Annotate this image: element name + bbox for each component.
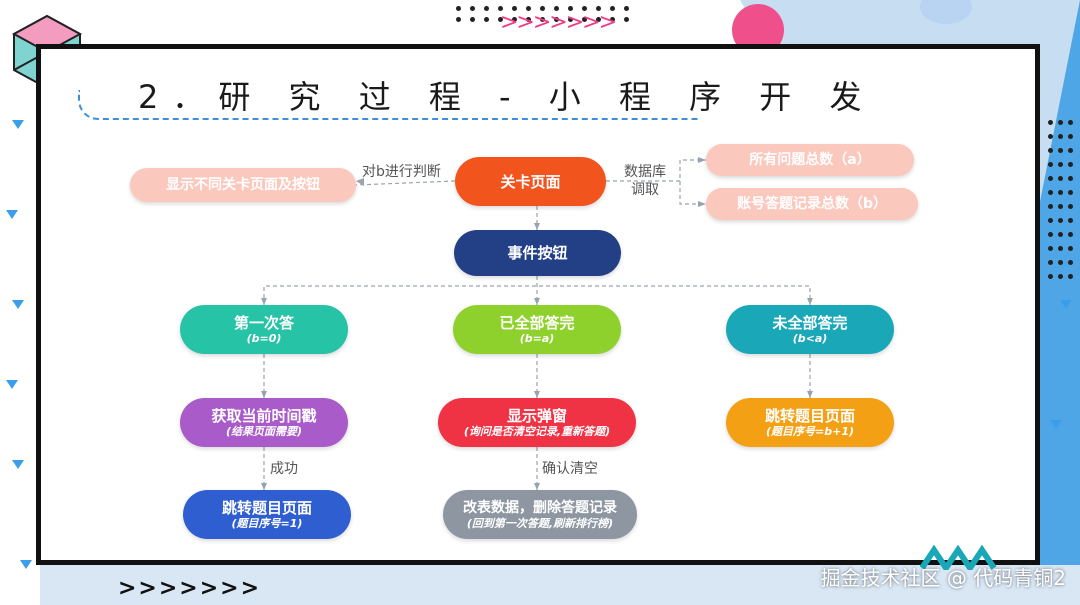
- node-modify-data: 改表数据，删除答题记录 (回到第一次答题,刷新排行榜): [443, 490, 637, 539]
- node-not-all-answered: 未全部答完 (b<a): [726, 305, 894, 354]
- node-answered-total: 账号答题记录总数（b）: [706, 188, 918, 220]
- decor-dots-right: [1048, 120, 1073, 279]
- node-total-questions: 所有问题总数（a）: [706, 144, 914, 176]
- slide-frame: [36, 44, 1040, 565]
- node-answered-total-text: 账号答题记录总数（b）: [736, 196, 888, 212]
- label-confirm-clear: 确认清空: [542, 461, 598, 477]
- background-bottom-band: [40, 565, 1080, 605]
- node-first-answer-main: 第一次答: [233, 313, 294, 332]
- decor-triangle: [12, 300, 24, 309]
- label-db-fetch-line2: 调取: [631, 182, 659, 198]
- label-judge-b: 对b进行判断: [362, 164, 441, 180]
- node-not-all-answered-sub: (b<a): [792, 331, 828, 345]
- decor-dots-top: [456, 6, 629, 22]
- node-all-answered-main: 已全部答完: [499, 313, 575, 332]
- node-first-answer: 第一次答 (b=0): [180, 305, 348, 354]
- node-jump-question: 跳转题目页面 (题目序号=b+1): [726, 398, 894, 447]
- title-underline: [78, 90, 698, 120]
- node-show-popup-main: 显示弹窗: [506, 406, 567, 425]
- node-jump-question-first: 跳转题目页面 (题目序号=1): [183, 490, 351, 539]
- node-total-questions-text: 所有问题总数（a）: [749, 152, 871, 168]
- slide-title: 2．研 究 过 程 - 小 程 序 开 发: [138, 78, 876, 116]
- decor-chevrons-bottom: >>>>>>>: [118, 576, 262, 601]
- watermark: 掘金技术社区 @ 代码青铜2: [820, 566, 1066, 590]
- node-level-page: 关卡页面: [455, 157, 606, 206]
- node-all-answered: 已全部答完 (b=a): [453, 305, 621, 354]
- decor-triangle: [12, 120, 24, 129]
- node-jump-question-first-sub: (题目序号=1): [231, 516, 303, 530]
- node-show-popup: 显示弹窗 (询问是否清空记录,重新答题): [438, 398, 636, 447]
- label-success: 成功: [270, 461, 298, 477]
- node-get-timestamp-main: 获取当前时间戳: [211, 406, 317, 425]
- node-modify-data-main: 改表数据，删除答题记录: [463, 499, 617, 516]
- decor-triangle: [12, 460, 24, 469]
- node-get-timestamp: 获取当前时间戳 (结果页面需要): [180, 398, 348, 447]
- node-show-buttons: 显示不同关卡页面及按钮: [130, 168, 356, 202]
- node-all-answered-sub: (b=a): [519, 331, 555, 345]
- label-db-fetch-line1: 数据库: [624, 164, 666, 180]
- decor-triangle: [6, 380, 18, 389]
- decor-triangle: [1060, 300, 1072, 309]
- node-jump-question-main: 跳转题目页面: [764, 406, 855, 425]
- node-level-page-text: 关卡页面: [500, 172, 561, 191]
- node-event-button: 事件按钮: [454, 230, 621, 276]
- node-show-popup-sub: (询问是否清空记录,重新答题): [463, 424, 611, 438]
- node-jump-question-sub: (题目序号=b+1): [765, 424, 855, 438]
- node-show-buttons-text: 显示不同关卡页面及按钮: [166, 177, 320, 193]
- decor-triangle: [6, 210, 18, 219]
- node-event-button-text: 事件按钮: [507, 244, 568, 262]
- node-not-all-answered-main: 未全部答完: [772, 313, 848, 332]
- decor-stripes-icon: [920, 544, 997, 570]
- node-jump-question-first-main: 跳转题目页面: [221, 498, 312, 517]
- node-modify-data-sub: (回到第一次答题,刷新排行榜): [466, 516, 614, 530]
- decor-triangle: [20, 560, 32, 569]
- node-get-timestamp-sub: (结果页面需要): [225, 424, 303, 438]
- label-db-fetch: 数据库 调取: [624, 163, 666, 199]
- node-first-answer-sub: (b=0): [246, 331, 282, 345]
- decor-triangle: [1050, 420, 1062, 429]
- decor-chevrons-top: >>>>>>>: [500, 10, 617, 35]
